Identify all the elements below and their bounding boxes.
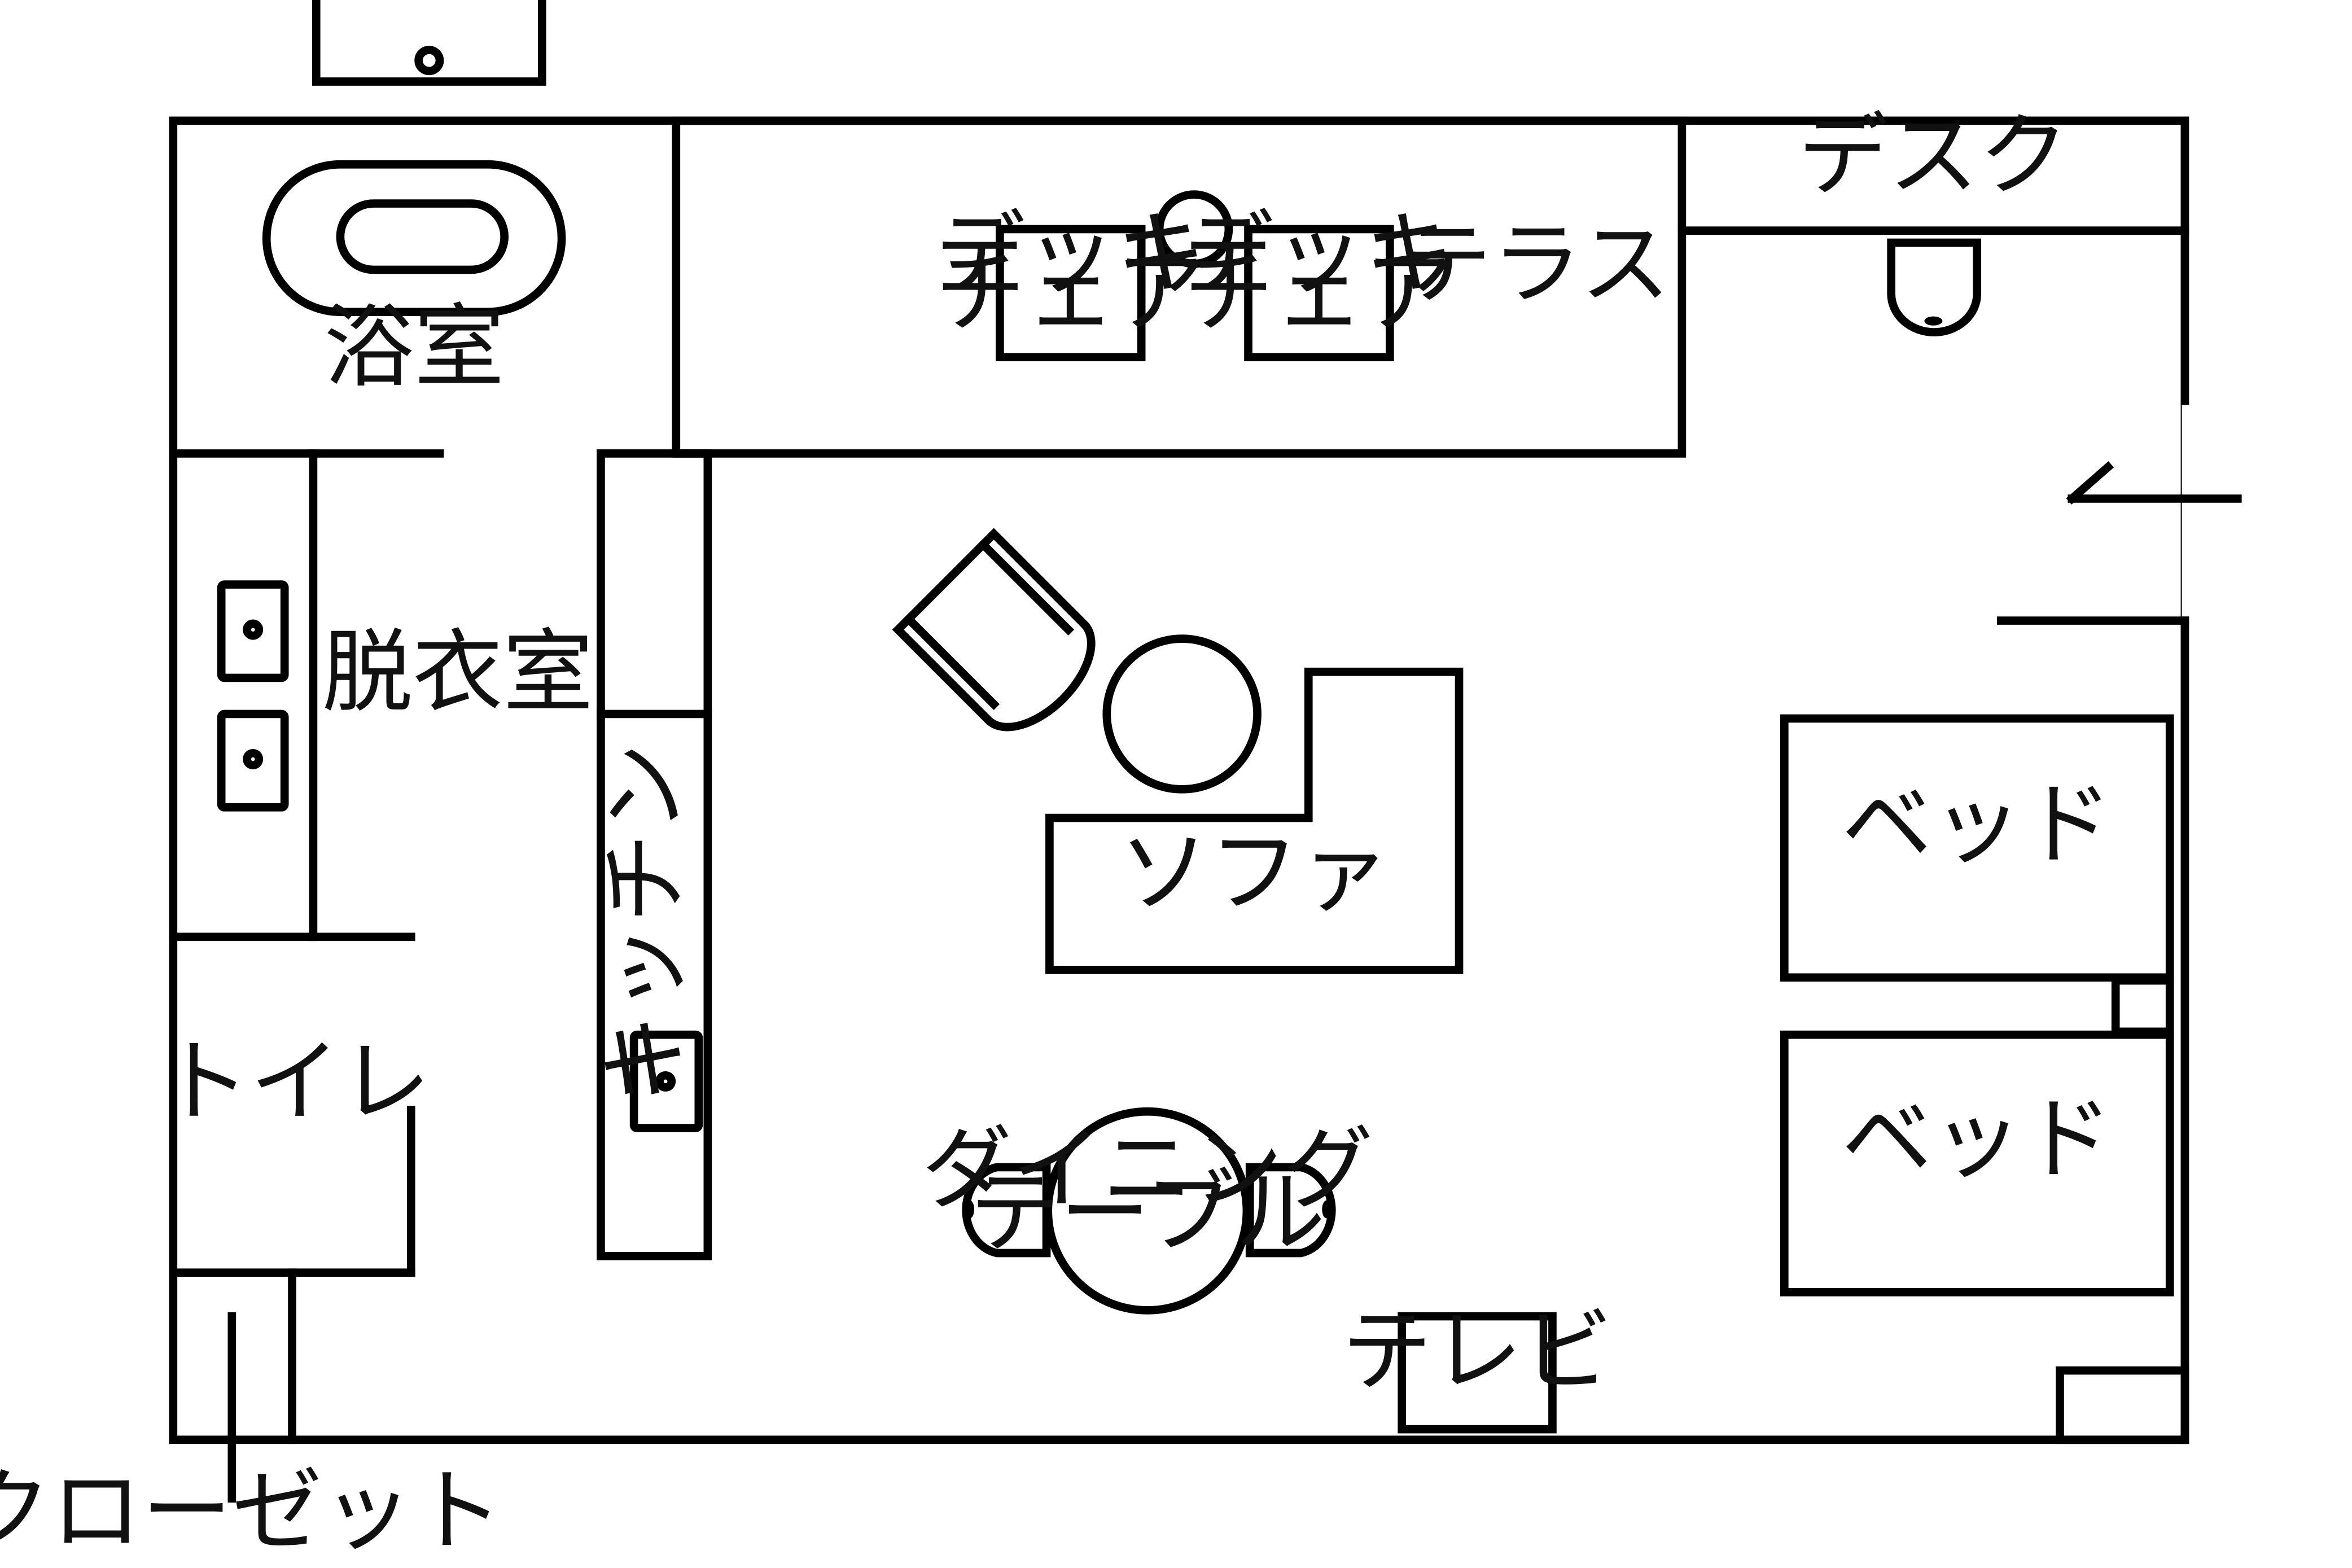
dining-set [962, 1107, 1336, 1315]
label-closet: クローゼット [0, 1458, 503, 1563]
bathtub-inner [336, 199, 509, 274]
label-bathroom: 浴室 [324, 294, 505, 400]
bathtub-outer [262, 160, 566, 317]
label-sofa: ソファ [1119, 820, 1390, 925]
nightstand [2111, 976, 2174, 1036]
label-deck-chair-left-1: デッキ [935, 201, 1206, 306]
beds [1780, 714, 2174, 1297]
sink-lower-drain [243, 748, 264, 769]
label-bed-lower: ベッド [1842, 1086, 2113, 1192]
label-desk: デスク [1798, 103, 2069, 208]
kitchen-sink [629, 1030, 703, 1132]
entrance-door-swing [2066, 461, 2114, 505]
label-deck-chair-left-2: チェア [935, 240, 1206, 345]
terrace-side-table [1155, 190, 1233, 268]
armchair [892, 528, 1096, 732]
terrace-furniture [996, 190, 1394, 362]
label-toilet: トイレ [160, 1029, 431, 1135]
bed-lower [1780, 1030, 2174, 1297]
label-deck-chair-right-1: デッキ [1184, 201, 1455, 306]
terrace-outline [672, 116, 1687, 458]
label-tv: テレビ [1342, 1298, 1613, 1404]
label-kitchen: キッチン [592, 743, 698, 1104]
desk-area-toilet [1887, 238, 1982, 336]
kitchen-counter [597, 449, 712, 1260]
kitchen-sink-drain [655, 1071, 676, 1092]
labels: 浴室 テラス デスク 脱衣室 キッチン トイレ クローゼット デッキ チェア デ… [0, 103, 2113, 1563]
sink-upper-drain [243, 619, 264, 640]
label-terrace: テラス [1401, 211, 1671, 317]
dining-chair-right [1245, 1163, 1336, 1258]
entrance [1997, 116, 2272, 1444]
tv-stand [1398, 1312, 1557, 1434]
armchair-outline [892, 528, 1096, 732]
label-dressing-room: 脱衣室 [322, 619, 593, 725]
doorway-gap [2182, 404, 2272, 621]
sink-upper [217, 580, 289, 682]
kitchen-counter-outline [597, 449, 712, 1260]
bathtub [262, 160, 566, 317]
vanity-sinks [217, 580, 289, 812]
corner-unit [2056, 1366, 2189, 1444]
label-dining-table-2: テーブル [970, 1160, 1326, 1265]
outside-fixture-outline [312, 0, 546, 86]
armchair-seat [903, 538, 1075, 710]
deck-chair-left [996, 225, 1146, 362]
coffee-table [1102, 634, 1262, 794]
outside-fixture [312, 0, 546, 86]
dining-chair-left-mark [965, 1200, 975, 1219]
outside-drain [414, 46, 444, 76]
dining-chair-right-mark [1322, 1200, 1332, 1219]
label-deck-chair-right-2: チェア [1184, 240, 1455, 345]
deck-chair-right [1244, 225, 1394, 362]
bed-upper [1780, 714, 2174, 982]
label-dining-table-1: ダイニング [922, 1116, 1373, 1222]
sofa-outline [1045, 667, 1464, 974]
label-bed-upper: ベッド [1842, 772, 2113, 877]
sink-lower [217, 709, 289, 812]
desk-area-toilet-drain [1924, 316, 1943, 326]
